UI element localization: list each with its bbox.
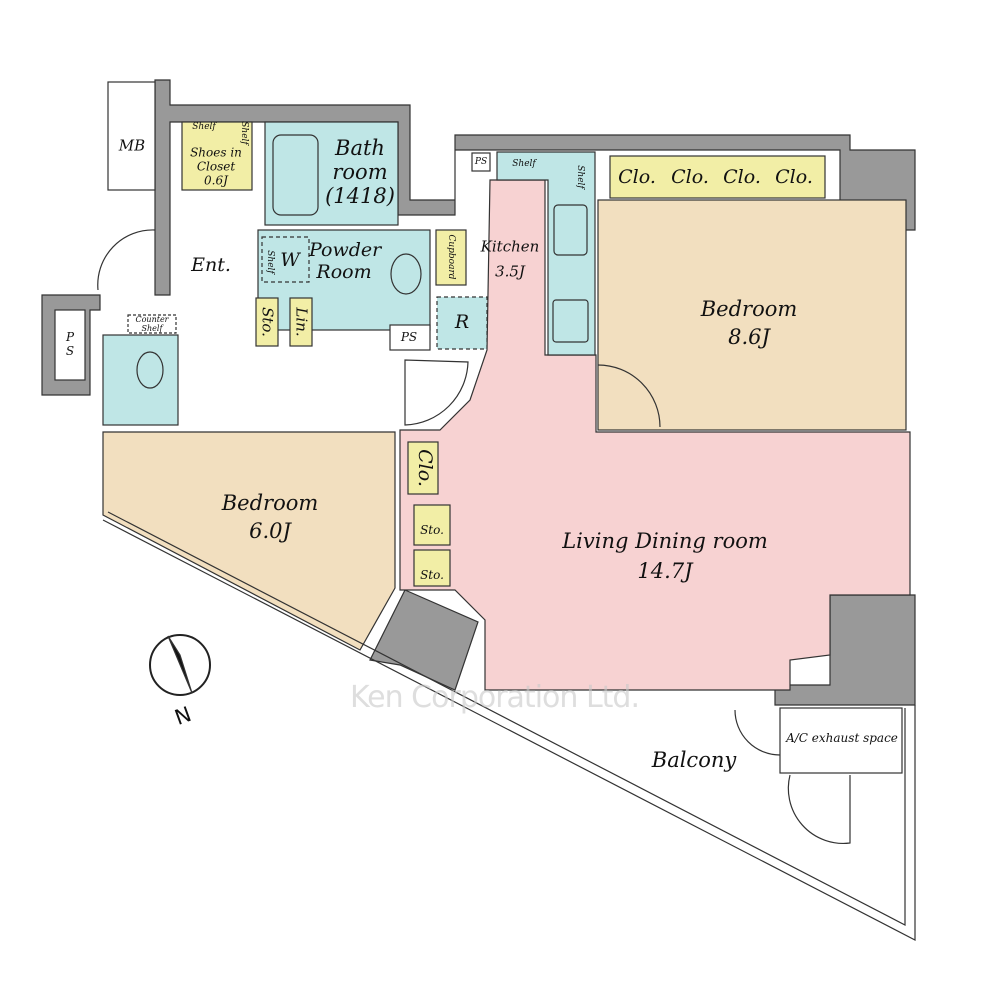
clo-b	[407, 441, 439, 495]
balcony-label: Balcony	[651, 747, 737, 772]
closet-label: Clo.	[618, 166, 656, 189]
stove	[552, 299, 589, 343]
door-swing	[97, 229, 156, 291]
bedroom-b-size: 6.0J	[249, 518, 291, 543]
kitchen-counter	[496, 151, 596, 356]
closet-label: Clo.	[775, 166, 813, 189]
shoes-closet	[181, 121, 253, 191]
ps-kitchen	[471, 152, 491, 172]
door-swing	[787, 774, 851, 844]
ldk	[399, 179, 911, 691]
compass-needle	[167, 635, 193, 694]
clo-b-label: Clo.	[413, 449, 436, 487]
sink	[390, 253, 422, 295]
mb	[107, 81, 156, 191]
bedroom-a-label: Bedroom	[700, 296, 798, 321]
door-swing	[734, 709, 781, 756]
bedroom-a-size: 8.6J	[728, 324, 770, 349]
bath-label: Bath room (1418)	[325, 135, 395, 209]
balcony-rail	[102, 519, 916, 941]
closet-label: Clo.	[671, 166, 709, 189]
shelf-side-label: Shelf	[239, 121, 250, 145]
wall	[369, 589, 479, 691]
door-swing	[597, 364, 661, 428]
washer	[261, 236, 310, 283]
kitchen-size-label: 3.5J	[495, 262, 525, 281]
kitchen-sink	[553, 204, 588, 256]
bedroom-b-label: Bedroom	[221, 490, 319, 515]
bedroom-b	[102, 431, 396, 651]
counter-shelf-label: Counter Shelf	[135, 314, 169, 333]
ps-left	[54, 309, 86, 381]
ent-label: Ent.	[191, 254, 231, 277]
lin	[289, 297, 313, 347]
closet-label: Clo.	[723, 166, 761, 189]
fridge	[436, 296, 488, 350]
kitchen-shelf-top-label: Shelf	[512, 158, 536, 169]
powder-room-label: Powder Room	[309, 239, 382, 283]
door-swing	[404, 359, 469, 426]
toilet-bowl	[136, 351, 164, 389]
ps-powder	[389, 324, 431, 351]
ps-powder-label: PS	[400, 330, 418, 345]
ps-left-label: P S	[65, 330, 75, 358]
lin-label: Lin.	[292, 307, 311, 337]
cupboard	[435, 229, 467, 286]
toilet	[102, 334, 179, 426]
sto-2-label: Sto.	[420, 568, 444, 583]
sto-1-label: Sto.	[420, 523, 444, 538]
closets	[609, 155, 826, 199]
kitchen-shelf-side-label: Shelf	[575, 165, 586, 189]
wall	[774, 594, 916, 706]
sto-hall	[255, 297, 279, 347]
ac-space-label: A/C exhaust space	[786, 731, 898, 746]
mb-label: MB	[118, 136, 146, 155]
ps-kitchen-label: PS	[474, 156, 488, 167]
sto-2	[413, 549, 451, 587]
powder-room	[257, 229, 431, 331]
shoes-closet-label: Shoes in Closet 0.6J	[190, 145, 242, 187]
kitchen-label: Kitchen	[480, 237, 540, 256]
cupboard-label: Cupboard	[446, 234, 457, 280]
watermark: Ken Corporation Ltd.	[350, 680, 640, 715]
sto-hall-label: Sto.	[258, 307, 277, 337]
ac-space	[779, 707, 903, 774]
sto-1	[413, 504, 451, 546]
shelf-top-label: Shelf	[192, 121, 216, 132]
ldr-label: Living Dining room	[562, 528, 768, 553]
counter-shelf	[127, 314, 177, 334]
bathtub	[272, 134, 319, 216]
fridge-label: R	[454, 311, 470, 334]
washer-label: W	[280, 249, 300, 272]
balcony-rail	[107, 511, 906, 926]
ldr-size: 14.7J	[637, 558, 693, 583]
powder-shelf-label: Shelf	[265, 250, 276, 274]
